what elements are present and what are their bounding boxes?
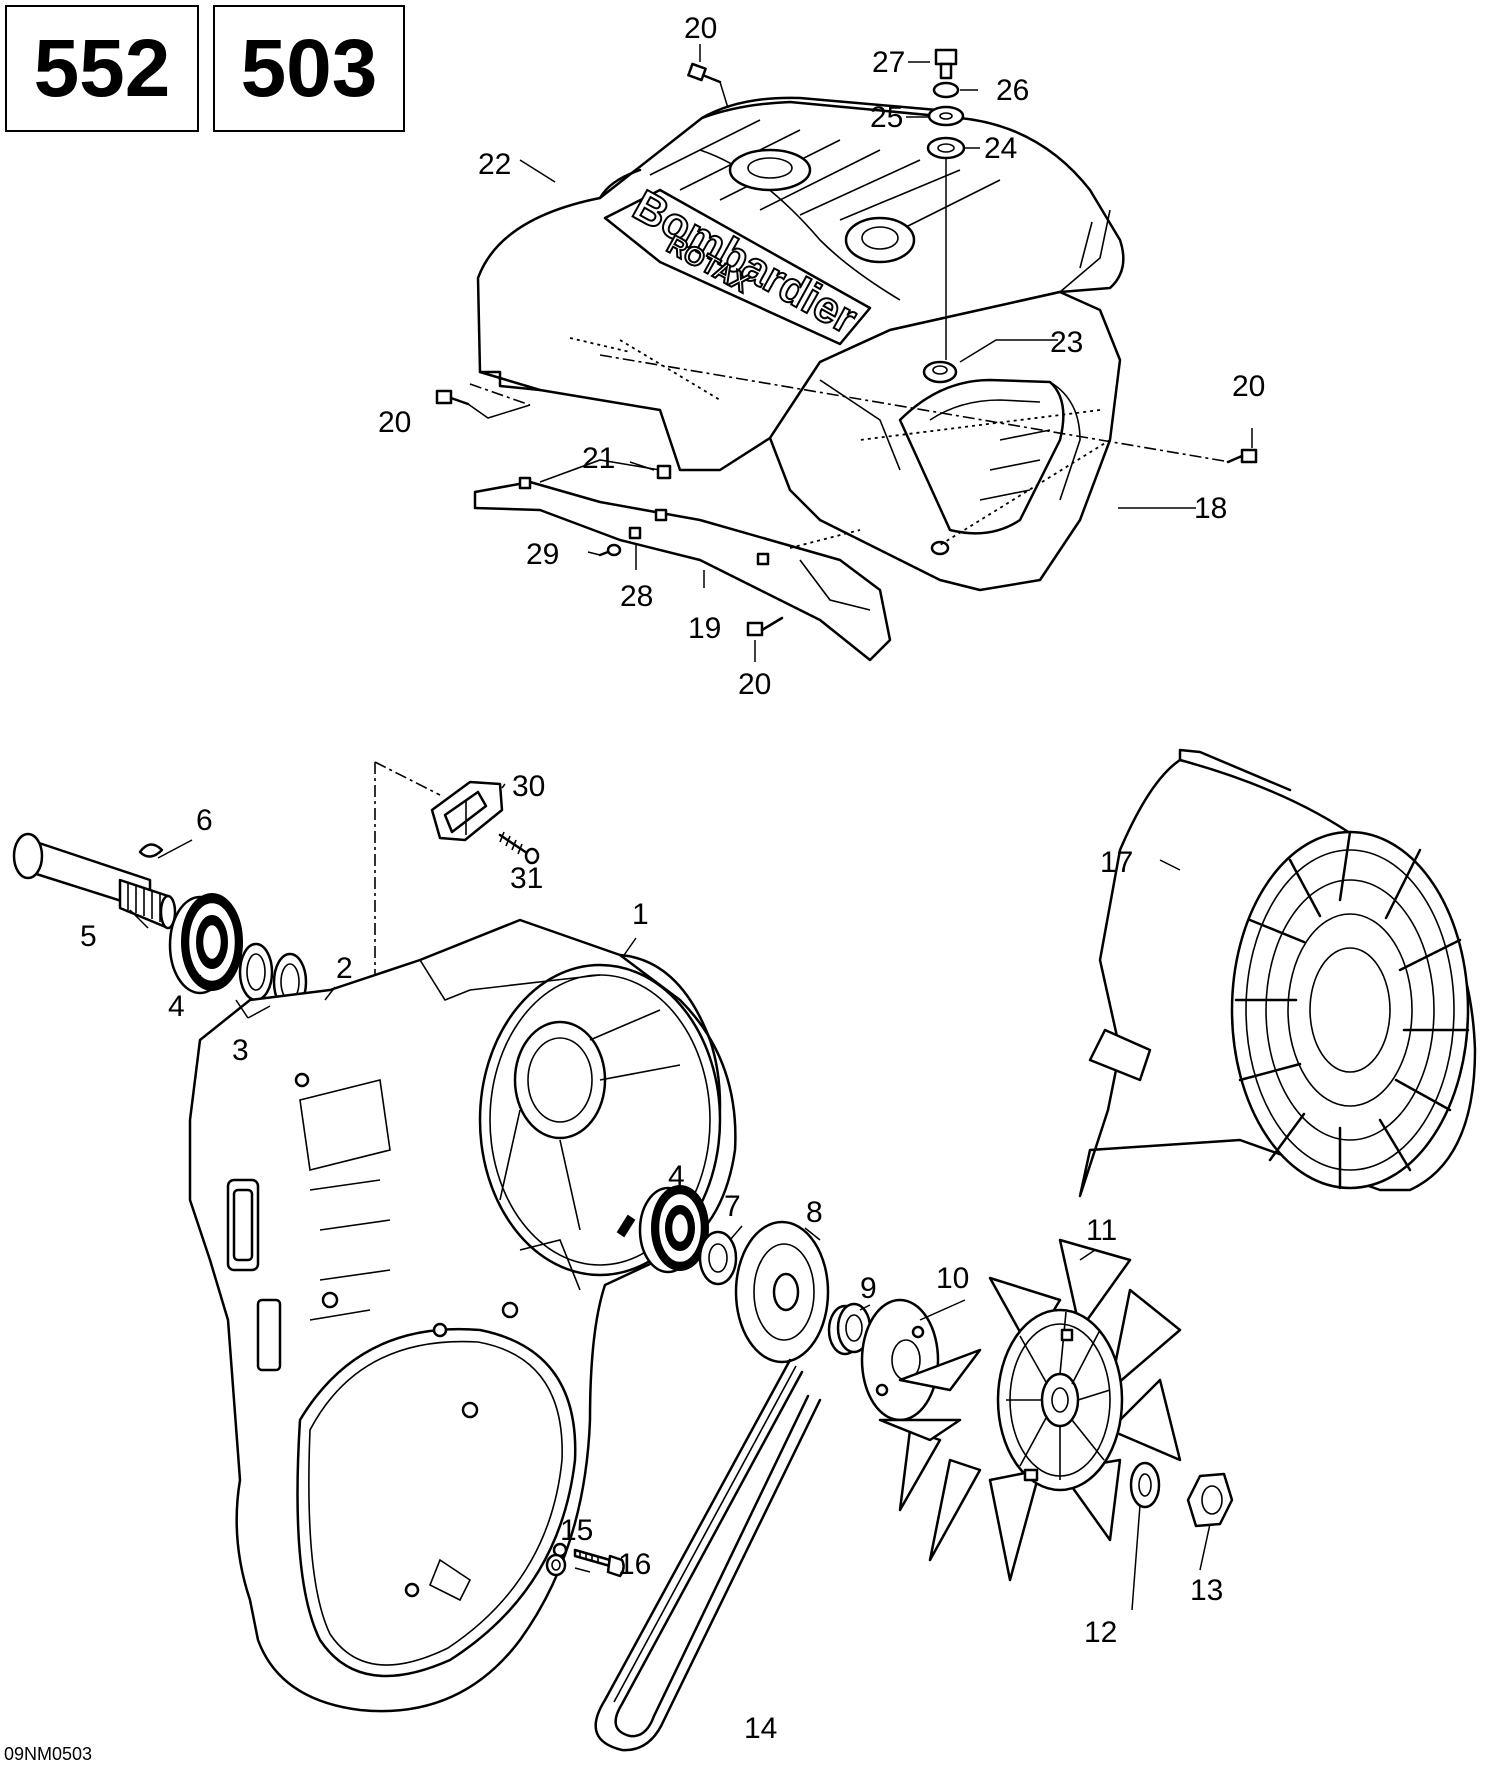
callout-27: 27 (872, 46, 905, 79)
screw-20-top (687, 62, 729, 109)
callout-29: 29 (526, 538, 559, 571)
callout-30: 30 (512, 770, 545, 803)
model-badge-503: 503 (213, 5, 405, 132)
callout-25: 25 (870, 101, 903, 134)
nut-13 (1186, 1472, 1234, 1528)
callout-15: 15 (560, 1514, 593, 1547)
callout-12: 12 (1084, 1616, 1117, 1649)
diagram-code: 09NM0503 (4, 1744, 93, 1764)
callouts: 20 27 26 25 24 22 23 20 20 21 18 29 28 1… (80, 12, 1265, 1745)
spacer-7 (698, 1230, 738, 1286)
callout-26: 26 (996, 74, 1029, 107)
washer-26 (932, 81, 960, 99)
washer-15 (545, 1553, 567, 1577)
callout-6: 6 (196, 804, 213, 837)
clip-21 (656, 464, 672, 480)
model-badge-552: 552 (5, 5, 199, 132)
bracket-19 (473, 459, 892, 662)
callout-14: 14 (744, 1712, 777, 1745)
bearing-4-lower (638, 1185, 709, 1274)
pulley-half-10 (860, 1298, 940, 1422)
callout-8: 8 (806, 1196, 823, 1229)
fan-guard-17 (1078, 748, 1477, 1198)
callout-17: 17 (1100, 846, 1133, 879)
callout-7: 7 (724, 1190, 741, 1223)
callout-1: 1 (632, 898, 649, 931)
screw-20-left (435, 389, 531, 419)
callout-20-right: 20 (1232, 370, 1265, 403)
spacer-9 (827, 1302, 872, 1356)
callout-28: 28 (620, 580, 653, 613)
bearing-4-upper (168, 893, 243, 995)
washer-25 (927, 105, 965, 127)
pulley-half-8 (734, 1220, 830, 1364)
callout-9: 9 (860, 1272, 877, 1305)
grommet-24 (926, 136, 966, 160)
grommet-23 (922, 360, 958, 384)
clip-30 (430, 780, 504, 842)
callout-22: 22 (478, 148, 511, 181)
shaft-5 (12, 832, 177, 930)
screw-16 (573, 1548, 625, 1578)
housing-1 (188, 918, 737, 1713)
callout-18: 18 (1194, 492, 1227, 525)
callout-19: 19 (688, 612, 721, 645)
key-6-lower (616, 1214, 636, 1238)
fan-11 (878, 1238, 1182, 1582)
leader-lines (129, 44, 1253, 1611)
nut-28 (628, 526, 642, 540)
bolt-27 (934, 48, 958, 80)
lock-washer-12 (1129, 1461, 1161, 1509)
callout-16: 16 (618, 1548, 651, 1581)
callout-4-lower: 4 (668, 1160, 685, 1193)
callout-20-top: 20 (684, 12, 717, 45)
callout-24: 24 (984, 132, 1017, 165)
callout-4-upper: 4 (168, 990, 185, 1023)
screw-29 (598, 543, 622, 557)
callout-20-left: 20 (378, 406, 411, 439)
screw-20-right (1226, 448, 1258, 464)
callout-21: 21 (582, 442, 615, 475)
belt-14 (594, 1358, 822, 1752)
screw-31 (498, 831, 540, 865)
callout-10: 10 (936, 1262, 969, 1295)
engine-cover-22: Bombardier ROTAX (476, 96, 1125, 472)
callout-23: 23 (1050, 326, 1083, 359)
callout-3: 3 (232, 1034, 249, 1067)
callout-2: 2 (336, 952, 353, 985)
callout-20-bottom: 20 (738, 668, 771, 701)
air-duct-18 (768, 290, 1122, 592)
callout-5: 5 (80, 920, 97, 953)
callout-11: 11 (1086, 1214, 1117, 1247)
screw-20-bottom (746, 616, 784, 637)
key-6 (138, 843, 164, 858)
callout-31: 31 (510, 862, 543, 895)
callout-13: 13 (1190, 1574, 1223, 1607)
